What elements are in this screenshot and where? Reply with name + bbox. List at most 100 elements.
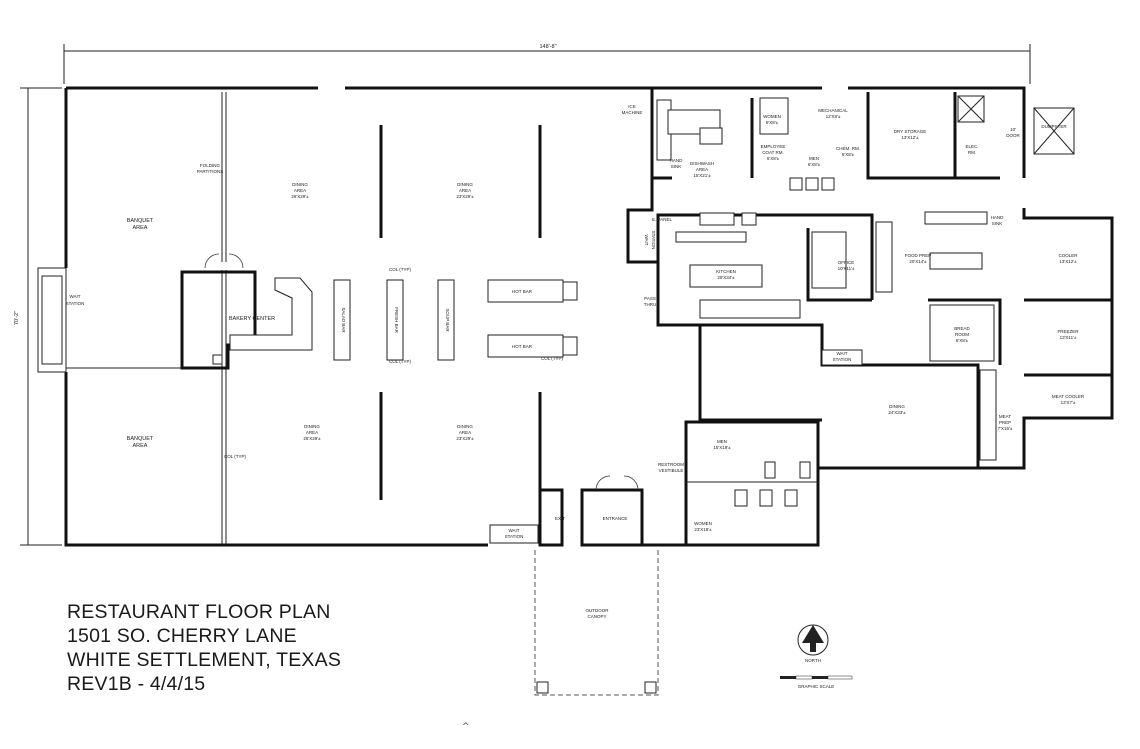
svg-text:6'X8'±: 6'X8'± [767, 156, 780, 161]
svg-text:20'X14'±: 20'X14'± [909, 259, 927, 264]
svg-text:E. PANEL: E. PANEL [652, 217, 672, 222]
dining-east-label: DINING [889, 404, 905, 409]
title-block: RESTAURANT FLOOR PLAN 1501 SO. CHERRY LA… [67, 600, 341, 696]
col-typ-label-4: COL (TYP) [389, 359, 412, 364]
svg-text:23'X18'±: 23'X18'± [694, 527, 712, 532]
svg-text:WOMEN: WOMEN [694, 521, 712, 526]
svg-text:CHEM. RM.: CHEM. RM. [836, 146, 860, 151]
graphic-scale: GRAPHIC SCALE [780, 675, 853, 689]
svg-text:13'X12'±: 13'X12'± [901, 135, 919, 140]
dumpster: DUMPSTER [1033, 107, 1075, 155]
banquet-top-sub: AREA [133, 225, 148, 231]
svg-text:23'X29'±: 23'X29'± [456, 194, 474, 199]
title-line-3: WHITE SETTLEMENT, TEXAS [67, 649, 342, 671]
svg-text:WAIT: WAIT [836, 351, 847, 356]
kitchen: E. PANEL WAIT STATION KITCHEN 25'X34'± P… [644, 212, 801, 319]
svg-text:DISHWASH: DISHWASH [690, 161, 714, 166]
dining-s: DINING AREA 23'X29'± [456, 424, 474, 441]
salad-bar: SALAD BAR [333, 279, 351, 361]
svg-text:KITCHEN: KITCHEN [716, 269, 736, 274]
folding-partitions-sub: PARTITIONS [197, 169, 224, 174]
bottom-mark: ^ [462, 722, 470, 732]
svg-text:MEN: MEN [717, 439, 727, 444]
svg-text:DUMPSTER: DUMPSTER [1041, 124, 1067, 129]
meat-prep: MEAT PREP 7'X15'± [979, 369, 1013, 461]
svg-text:12'X8'±: 12'X8'± [826, 114, 841, 119]
cold-storage: COOLER 13'X12'± FREEZER 13'X11'± MEAT CO… [1024, 253, 1112, 405]
graphic-scale-label: GRAPHIC SCALE [798, 684, 835, 689]
svg-text:SINK: SINK [671, 164, 682, 169]
banquet-bottom-sub: AREA [133, 443, 148, 449]
svg-text:13'X7'±: 13'X7'± [1061, 400, 1076, 405]
svg-text:OUTDOOR: OUTDOOR [586, 608, 610, 613]
svg-text:ROOM: ROOM [955, 332, 969, 337]
north-arrow-label: NORTH [805, 658, 821, 663]
dimension-width: 148'-8" [63, 44, 1031, 84]
svg-text:HOT BAR: HOT BAR [512, 289, 533, 294]
svg-text:10': 10' [1010, 127, 1016, 132]
public-restrooms: MEN 15'X19'± WOMEN 23'X18'± RESTROOM VES… [658, 420, 820, 547]
svg-text:RESTROOM: RESTROOM [658, 462, 684, 467]
food-prep: FOOD PREP 20'X14'± HAND SINK [905, 211, 1004, 270]
dimension-depth-label: 70'-2" [14, 311, 20, 325]
svg-text:WAIT: WAIT [508, 528, 519, 533]
svg-text:DINING: DINING [304, 424, 320, 429]
svg-text:PREP: PREP [999, 420, 1011, 425]
svg-text:RM.: RM. [968, 150, 976, 155]
dining-east-size: 24'X33'± [888, 410, 906, 415]
wait-station-west-sub: STATION [66, 301, 85, 306]
svg-text:6'X8'±: 6'X8'± [842, 152, 855, 157]
svg-text:MACHINE: MACHINE [622, 110, 643, 115]
title-line-1: RESTAURANT FLOOR PLAN [67, 601, 331, 623]
hot-bar-2: HOT BAR [487, 334, 578, 358]
svg-text:6'X8'±: 6'X8'± [766, 120, 779, 125]
svg-text:COOLER: COOLER [1058, 253, 1078, 258]
bakery-center: BAKERY CENTER [180, 270, 313, 370]
svg-text:MECHANICAL: MECHANICAL [818, 108, 848, 113]
svg-text:MEN: MEN [809, 156, 819, 161]
svg-text:FOOD PREP: FOOD PREP [905, 253, 932, 258]
svg-text:THRU: THRU [644, 302, 657, 307]
fresh-bar: FRESH BAR [386, 279, 404, 361]
col-typ-label-2: COL (TYP) [541, 356, 564, 361]
col-typ-label-3: COL (TYP) [224, 454, 247, 459]
svg-text:AREA: AREA [459, 430, 471, 435]
wait-station-west: WAIT STATION [37, 267, 85, 373]
svg-text:EMPLOYEE: EMPLOYEE [761, 144, 786, 149]
wait-station-south: WAIT STATION [489, 524, 539, 544]
dining-nw: DINING AREA 26'X29'± [291, 182, 309, 199]
svg-text:STATION: STATION [505, 534, 524, 539]
banquet-top-label: BANQUET [127, 218, 154, 224]
svg-text:PASS: PASS [644, 296, 656, 301]
bakery-center-label: BAKERY CENTER [229, 316, 275, 322]
svg-text:AREA: AREA [306, 430, 318, 435]
svg-text:7'X15'±: 7'X15'± [998, 426, 1013, 431]
svg-text:15'X19'±: 15'X19'± [713, 445, 731, 450]
kitchen-walls [626, 92, 1002, 468]
title-line-4: REV1B - 4/4/15 [67, 673, 206, 695]
svg-text:13'X12'±: 13'X12'± [1059, 259, 1077, 264]
svg-text:ELEC.: ELEC. [965, 144, 978, 149]
soup-bar: SOUP BAR [437, 279, 455, 361]
svg-text:STATION: STATION [651, 231, 656, 250]
office: OFFICE 10'X11'± [811, 221, 893, 293]
dining-sw: DINING AREA 26'X29'± [303, 424, 321, 441]
svg-text:DINING: DINING [292, 182, 308, 187]
wait-station-west-label: WAIT [69, 294, 80, 299]
svg-text:VESTIBULE: VESTIBULE [659, 468, 684, 473]
svg-text:HAND: HAND [670, 158, 684, 163]
col-typ-label-1: COL (TYP) [389, 267, 412, 272]
dimension-depth: 70'-2" [14, 87, 62, 546]
bread-room: BREAD ROOM 6'X8'± [929, 304, 995, 362]
svg-text:13'X11'±: 13'X11'± [1060, 335, 1077, 340]
staff-restrooms: WOMEN 6'X8'± EMPLOYEE COAT RM. 6'X8'± ME… [759, 97, 860, 191]
svg-text:DRY STORAGE: DRY STORAGE [894, 129, 927, 134]
svg-text:25'X34'±: 25'X34'± [717, 275, 735, 280]
svg-text:FREEZER: FREEZER [1057, 329, 1079, 334]
svg-text:DINING: DINING [457, 424, 473, 429]
dry-storage: DRY STORAGE 13'X12'± ELEC. RM. 10' DOOR [894, 95, 1021, 155]
svg-text:WAIT: WAIT [644, 234, 649, 245]
hot-bar-1: HOT BAR [487, 279, 578, 303]
dining-n: DINING AREA 23'X29'± [456, 182, 474, 199]
